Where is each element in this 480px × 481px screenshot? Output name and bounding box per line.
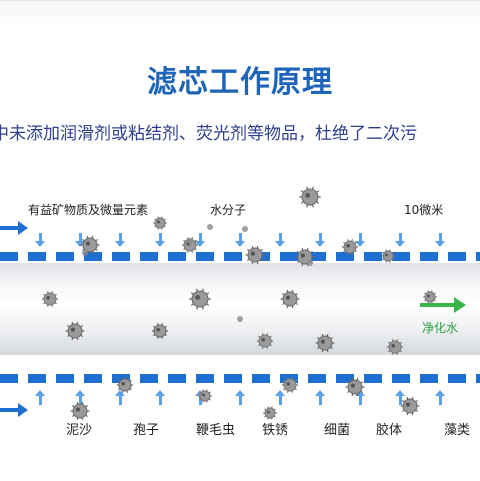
label-colloid: 胶体 — [376, 423, 403, 438]
label-spore: 孢子 — [133, 423, 160, 438]
label-ten-micron: 10微米 — [404, 203, 444, 217]
page-subtitle: 中未添加润滑剂或粘结剂、荧光剂等物品，杜绝了二次污 — [0, 124, 417, 144]
membrane-segment — [140, 374, 158, 383]
membrane-segment — [280, 374, 298, 383]
membrane-segment — [364, 252, 382, 261]
microbe-icon — [299, 186, 321, 208]
purified-water-arrow — [420, 297, 470, 313]
membrane-segment — [84, 252, 102, 261]
microbe-icon — [400, 396, 420, 416]
membrane-segment — [336, 374, 354, 383]
particle-dot — [187, 238, 193, 244]
membrane-segment — [476, 252, 480, 261]
purified-water-label: 净化水 — [422, 321, 459, 335]
membrane-segment — [448, 252, 466, 261]
membrane-segment — [0, 252, 18, 261]
membrane-segment — [392, 374, 410, 383]
membrane-segment — [168, 374, 186, 383]
membrane-segment — [196, 252, 214, 261]
membrane-top — [0, 251, 480, 263]
membrane-segment — [112, 252, 130, 261]
microbe-icon — [153, 216, 167, 230]
membrane-segment — [252, 374, 270, 383]
membrane-segment — [392, 252, 410, 261]
inflow-arrow-bottom — [0, 403, 30, 417]
membrane-segment — [168, 252, 186, 261]
label-rust: 铁锈 — [262, 423, 289, 438]
membrane-segment — [56, 374, 74, 383]
membrane-segment — [280, 252, 298, 261]
inflow-arrow-top — [0, 221, 30, 235]
membrane-segment — [308, 252, 326, 261]
membrane-segment — [112, 374, 130, 383]
membrane-segment — [140, 252, 158, 261]
membrane-segment — [364, 374, 382, 383]
membrane-segment — [420, 252, 438, 261]
page-title: 滤芯工作原理 — [147, 65, 333, 100]
label-mud: 泥沙 — [66, 423, 93, 438]
membrane-segment — [224, 252, 242, 261]
label-water-molecule: 水分子 — [210, 203, 247, 217]
microbe-icon — [263, 406, 277, 420]
membrane-segment — [252, 252, 270, 261]
label-bacteria: 细菌 — [324, 423, 351, 438]
particle-dot — [242, 226, 248, 232]
filter-pipe — [0, 263, 480, 355]
membrane-segment — [476, 374, 480, 383]
membrane-segment — [56, 252, 74, 261]
membrane-segment — [224, 374, 242, 383]
membrane-segment — [420, 374, 438, 383]
membrane-segment — [196, 374, 214, 383]
membrane-segment — [448, 374, 466, 383]
label-algae: 藻类 — [444, 423, 471, 438]
label-minerals: 有益矿物质及微量元素 — [28, 203, 149, 217]
membrane-segment — [84, 374, 102, 383]
membrane-segment — [336, 252, 354, 261]
membrane-bottom — [0, 373, 480, 385]
membrane-segment — [308, 374, 326, 383]
label-flagellate: 鞭毛虫 — [196, 423, 236, 438]
membrane-segment — [28, 374, 46, 383]
particle-dot — [207, 224, 213, 230]
membrane-segment — [28, 252, 46, 261]
membrane-segment — [0, 374, 18, 383]
